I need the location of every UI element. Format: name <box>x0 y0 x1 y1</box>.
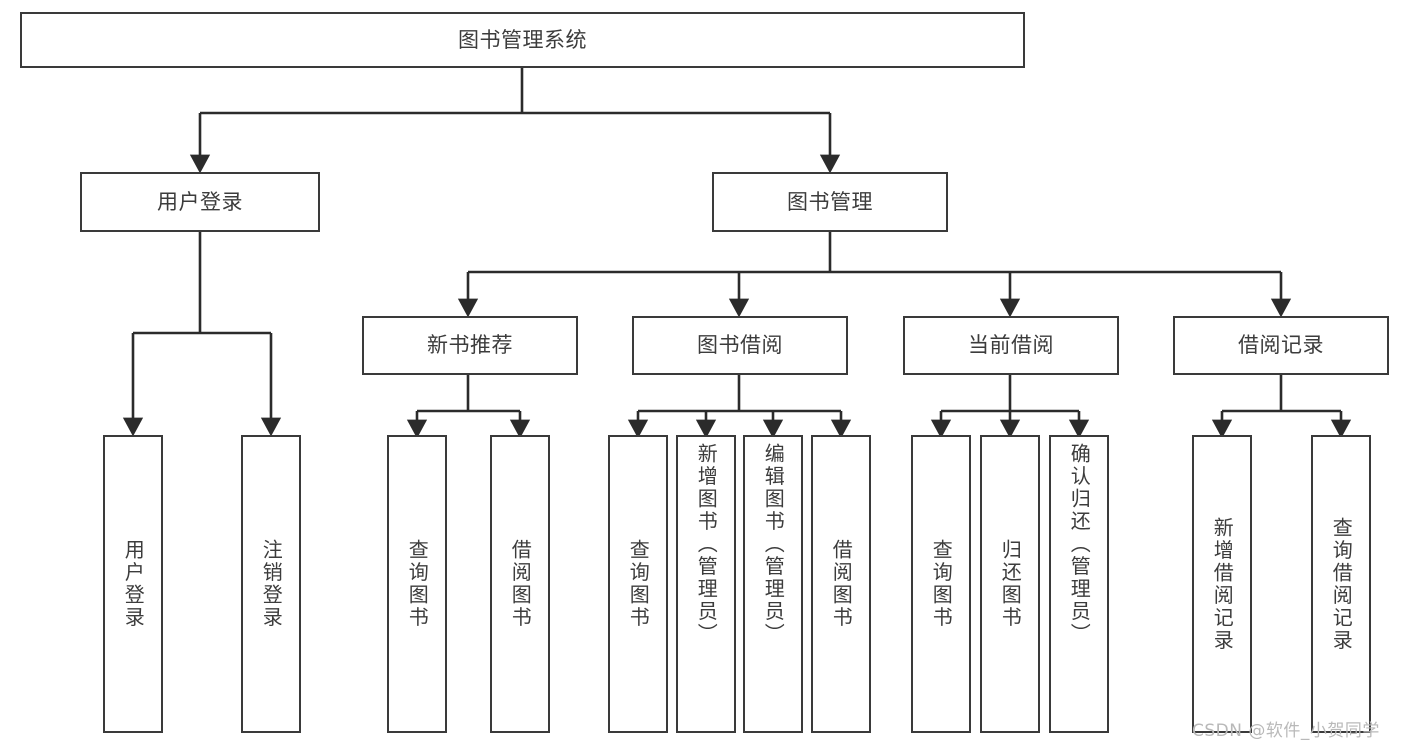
node-leaf-query-book-1[interactable]: 查询图书 <box>387 435 447 733</box>
node-root-label: 图书管理系统 <box>458 27 587 52</box>
node-root-book-management-system[interactable]: 图书管理系统 <box>20 12 1025 68</box>
node-current-borrow[interactable]: 当前借阅 <box>903 316 1119 375</box>
node-leaf-query-book-3[interactable]: 查询图书 <box>911 435 971 733</box>
node-leaf-edit-book[interactable]: 编辑图书（管理员） <box>743 435 803 733</box>
node-leaf-return-book-label: 归还图书 <box>998 539 1023 629</box>
node-book-manage[interactable]: 图书管理 <box>712 172 948 232</box>
csdn-watermark: CSDN @软件_小贺同学 <box>1192 721 1380 741</box>
node-leaf-confirm-return[interactable]: 确认归还（管理员） <box>1049 435 1109 733</box>
node-leaf-add-record-label: 新增借阅记录 <box>1210 516 1235 652</box>
node-leaf-logout-login-label: 注销登录 <box>259 539 284 629</box>
node-borrow-record-label: 借阅记录 <box>1238 333 1324 358</box>
node-leaf-query-book-2-label: 查询图书 <box>626 539 651 629</box>
node-leaf-query-book-1-label: 查询图书 <box>405 539 430 629</box>
node-leaf-query-book-2[interactable]: 查询图书 <box>608 435 668 733</box>
node-leaf-borrow-book-2-label: 借阅图书 <box>829 539 854 629</box>
node-user-login-label: 用户登录 <box>157 189 243 214</box>
node-borrow-record[interactable]: 借阅记录 <box>1173 316 1389 375</box>
node-leaf-user-login-label: 用户登录 <box>121 539 146 629</box>
node-leaf-add-book[interactable]: 新增图书（管理员） <box>676 435 736 733</box>
node-leaf-query-book-3-label: 查询图书 <box>929 539 954 629</box>
node-leaf-borrow-book-1[interactable]: 借阅图书 <box>490 435 550 733</box>
node-leaf-borrow-book-2[interactable]: 借阅图书 <box>811 435 871 733</box>
node-book-manage-label: 图书管理 <box>787 189 873 214</box>
node-leaf-edit-book-label: 编辑图书（管理员） <box>761 443 786 646</box>
node-current-borrow-label: 当前借阅 <box>968 333 1054 358</box>
node-book-borrow[interactable]: 图书借阅 <box>632 316 848 375</box>
node-leaf-logout-login[interactable]: 注销登录 <box>241 435 301 733</box>
node-new-book-recommend-label: 新书推荐 <box>427 333 513 358</box>
node-leaf-query-record[interactable]: 查询借阅记录 <box>1311 435 1371 733</box>
node-leaf-borrow-book-1-label: 借阅图书 <box>508 539 533 629</box>
node-new-book-recommend[interactable]: 新书推荐 <box>362 316 578 375</box>
node-leaf-return-book[interactable]: 归还图书 <box>980 435 1040 733</box>
node-leaf-confirm-return-label: 确认归还（管理员） <box>1067 443 1092 646</box>
node-leaf-add-record[interactable]: 新增借阅记录 <box>1192 435 1252 733</box>
node-leaf-add-book-label: 新增图书（管理员） <box>694 443 719 646</box>
node-book-borrow-label: 图书借阅 <box>697 333 783 358</box>
node-leaf-user-login[interactable]: 用户登录 <box>103 435 163 733</box>
node-leaf-query-record-label: 查询借阅记录 <box>1329 516 1354 652</box>
node-user-login[interactable]: 用户登录 <box>80 172 320 232</box>
